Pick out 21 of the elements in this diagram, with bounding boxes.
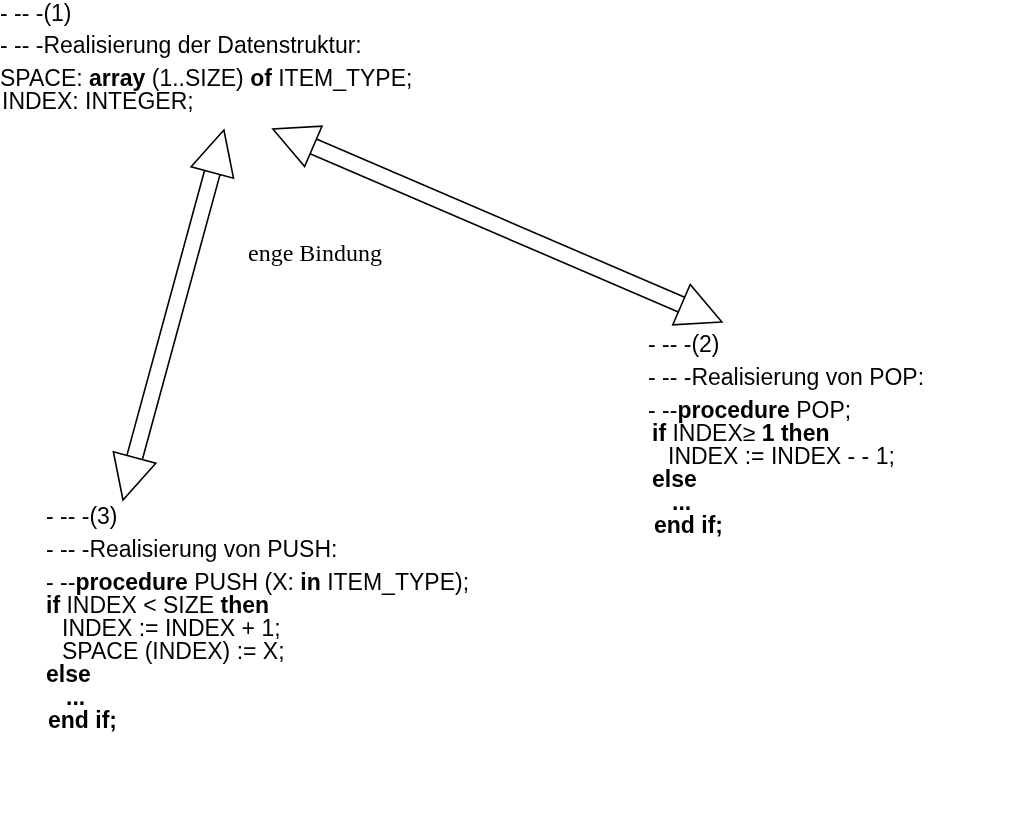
code-line: - -- -Realisierung der Datenstruktur:	[0, 34, 363, 57]
code-line: INDEX := INDEX - - 1;	[667, 445, 896, 468]
code-line: - -- -Realisierung von POP:	[648, 366, 926, 389]
code-line: else	[651, 468, 698, 491]
code-line: ...	[65, 686, 87, 709]
code-line: if INDEX≥ 1 then	[651, 422, 830, 445]
code-line: end if;	[47, 709, 118, 732]
block-arrow	[112, 129, 235, 501]
code-line: else	[46, 663, 92, 686]
code-line: - -- -Realisierung von PUSH:	[46, 538, 339, 561]
annotation-text: enge Bindung	[248, 240, 382, 267]
code-line: - -- -(3)	[46, 505, 119, 528]
code-line: if INDEX < SIZE then	[46, 594, 270, 617]
code-line: ...	[671, 491, 693, 514]
code-line: - -- -(2)	[648, 333, 721, 356]
code-line: INDEX := INDEX + 1;	[61, 617, 282, 640]
code-line: SPACE (INDEX) := X;	[61, 640, 286, 663]
code-line: INDEX: INTEGER;	[1, 90, 194, 113]
code-line: end if;	[653, 514, 724, 537]
code-line: - -- -(1)	[0, 2, 73, 25]
block-arrow	[272, 125, 723, 326]
